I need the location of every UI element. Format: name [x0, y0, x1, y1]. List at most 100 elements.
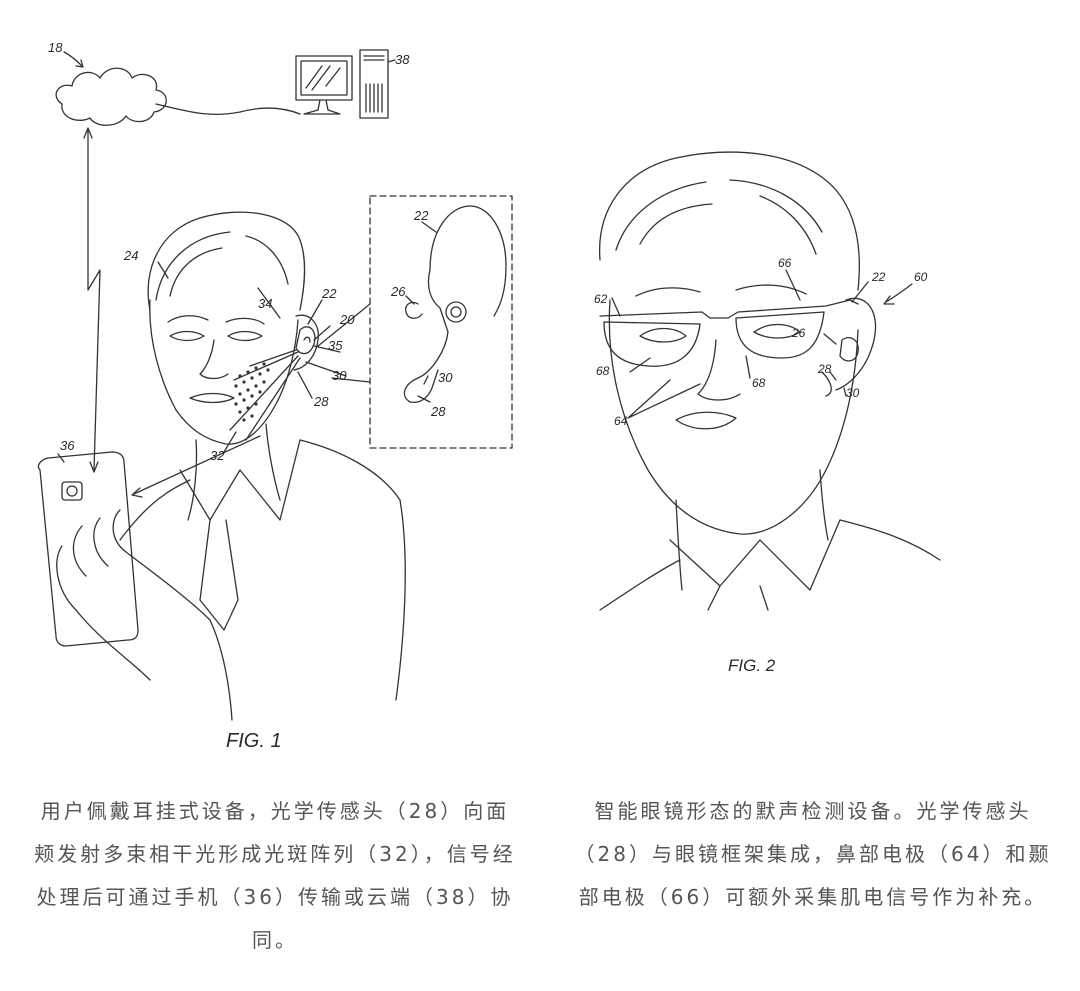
ear-hook: [429, 205, 507, 317]
ref-24: 24: [124, 248, 139, 263]
inset-border: [369, 195, 513, 449]
ref-22: 22: [322, 286, 337, 301]
ear: [293, 314, 319, 371]
ref-32: 32: [210, 448, 225, 463]
ref-26: 26: [391, 284, 406, 299]
inset-leaders: [405, 221, 437, 403]
cloud-shape: [55, 67, 167, 126]
leader-18: [63, 51, 83, 67]
desktop-computer: [295, 49, 396, 119]
ear-tip: [405, 301, 423, 319]
arrowhead-60: [883, 295, 895, 305]
ref-38: 38: [395, 52, 410, 67]
earpiece-inset: [317, 195, 513, 449]
shoulders-fig2: [599, 519, 941, 611]
ref-26-fig2: 26: [792, 326, 806, 340]
earpiece-button-inner: [450, 306, 462, 318]
eyebrow-right: [225, 317, 265, 325]
ref-18: 18: [48, 40, 63, 55]
collar-fig2: [669, 519, 841, 591]
inset-connector: [317, 303, 371, 383]
ref-60: 60: [914, 270, 928, 284]
ref-30-inset: 30: [438, 370, 453, 385]
leaders-fig2: [611, 269, 913, 419]
phone-camera: [61, 481, 83, 501]
ref-28-fig2: 28: [818, 362, 832, 376]
figure-1-drawing: [37, 49, 513, 721]
ref-66: 66: [778, 256, 792, 270]
ref-22-inset: 22: [414, 208, 429, 223]
eyebrow-left: [167, 315, 209, 323]
ref-68-right: 68: [752, 376, 766, 390]
leader-36: [57, 453, 65, 463]
eye-left: [169, 330, 205, 342]
tower-details: [363, 55, 385, 113]
mouth: [189, 392, 235, 404]
figure-1-caption: 用户佩戴耳挂式设备，光学传感头（28）向面颊发射多束相干光形成光斑阵列（32），…: [34, 799, 516, 952]
tie: [199, 519, 239, 631]
ref-28-inset: 28: [431, 404, 446, 419]
collar: [179, 439, 301, 521]
nose-fig2: [697, 339, 741, 401]
ref-30: 30: [332, 368, 347, 383]
figure-2-drawing: [598, 151, 941, 611]
ear-fig2: [835, 297, 877, 391]
sensor-arm: [409, 369, 439, 404]
hand: [56, 509, 233, 721]
eyes-fig2: [639, 323, 801, 343]
figure-2-label: FIG. 2: [728, 656, 776, 675]
earpiece-button: [445, 301, 467, 323]
earpiece-fig2: [821, 337, 859, 397]
right-lens: [735, 311, 825, 359]
glasses-frame: [599, 299, 859, 319]
shoulders: [119, 439, 406, 701]
earpiece-body: [403, 269, 449, 403]
ref-64: 64: [614, 414, 628, 428]
smartphone-with-hand: [37, 435, 261, 721]
tie-fig2: [707, 585, 769, 611]
face-outline: [149, 299, 299, 445]
ref-62: 62: [594, 292, 608, 306]
eyebrows-fig2: [635, 284, 807, 297]
tower-case: [359, 49, 389, 119]
arrowhead-down: [89, 461, 99, 473]
man-figure-1: [119, 211, 406, 701]
figure-1-label: FIG. 1: [226, 730, 282, 752]
ref-68-left: 68: [596, 364, 610, 378]
ref-28: 28: [314, 394, 329, 409]
ref-22-fig2: 22: [872, 270, 886, 284]
arrowhead-18: [75, 59, 84, 68]
monitor-screen: [300, 60, 348, 96]
ref-30-fig2: 30: [846, 386, 860, 400]
neck: [187, 423, 281, 521]
nose: [199, 339, 229, 380]
monitor-glare: [305, 65, 341, 91]
arrow-to-phone: [133, 435, 261, 495]
hair-fig2: [598, 151, 860, 291]
phone-lens: [66, 485, 78, 497]
leader-38: [387, 59, 396, 63]
wireless-link-line: [87, 129, 101, 471]
arrowhead-up: [83, 127, 93, 139]
left-lens: [603, 321, 701, 367]
speckle-array: [234, 362, 270, 422]
monitor: [295, 55, 353, 101]
ref-36: 36: [60, 438, 75, 453]
arrowhead-phone: [131, 487, 143, 498]
leader-lines-head: [157, 261, 347, 453]
hair: [147, 211, 306, 311]
phone-body: [37, 451, 139, 647]
earpiece-on-ear: [295, 326, 316, 355]
ref-34: 34: [258, 296, 273, 311]
eye-right: [227, 330, 263, 342]
neck-fig2: [675, 469, 829, 591]
figure-2-caption: 智能眼镜形态的默声检测设备。光学传感头（28）与眼镜框架集成，鼻部电极（64）和…: [574, 799, 1052, 909]
light-beams: [229, 349, 301, 441]
mouth-fig2: [675, 411, 737, 430]
face-outline-fig2: [608, 299, 859, 535]
ref-35: 35: [328, 338, 343, 353]
monitor-stand: [303, 99, 341, 115]
network-wire: [155, 103, 301, 116]
